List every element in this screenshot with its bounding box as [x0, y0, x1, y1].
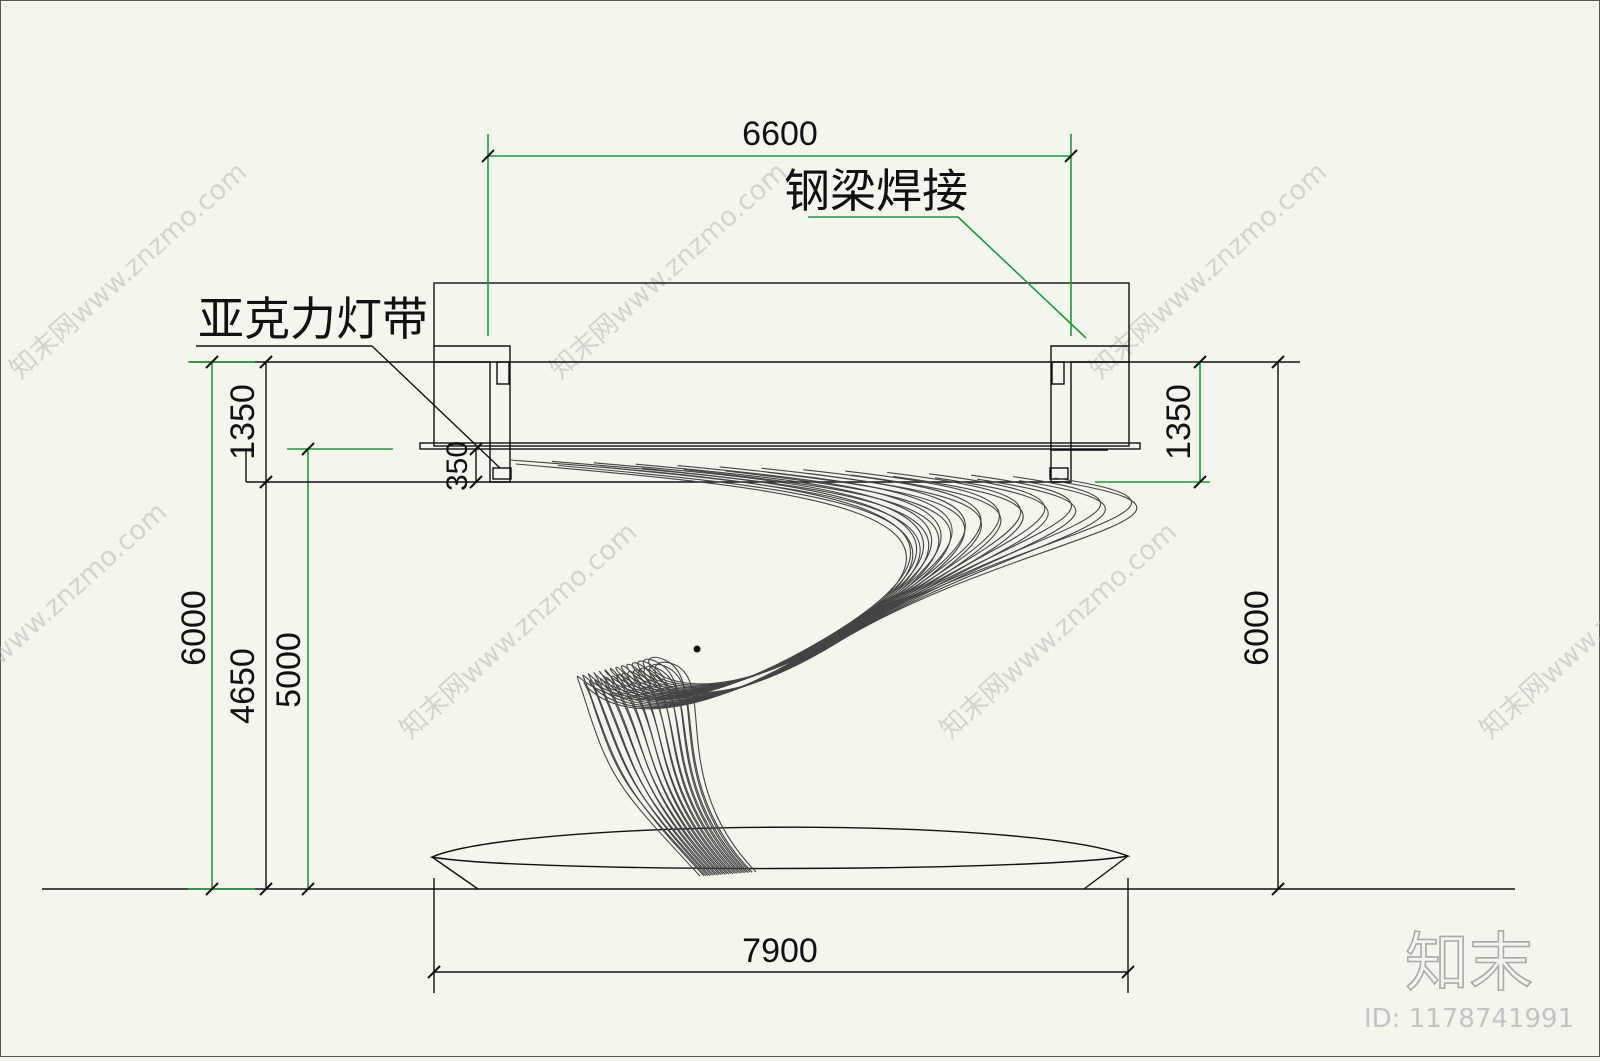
sculpture-rib	[631, 473, 1046, 874]
sculpture-rib-inner	[643, 478, 1077, 873]
sculpture-rib	[642, 476, 1101, 873]
dim-right-upper-label: 1350	[1160, 384, 1198, 460]
dim-right-total	[1271, 355, 1285, 896]
sculpture-rib	[626, 471, 1022, 874]
dim-right-upper	[1095, 355, 1210, 489]
dim-left-lower-label: 4650	[224, 648, 262, 724]
sculpture-rib	[637, 474, 1072, 873]
dim-bottom-width	[427, 878, 1135, 993]
dim-left-inner	[287, 442, 393, 896]
ceiling-box	[419, 282, 1141, 451]
sculpture-rib	[648, 477, 1133, 873]
annotation-acrylic-light-strip: 亚克力灯带	[198, 292, 428, 346]
sculpture-rib	[551, 460, 918, 877]
sculpture-marker-dot	[693, 645, 701, 653]
dim-left-inner-label: 5000	[270, 632, 308, 708]
watermark-text: 知末网www.znzmo.com	[4, 156, 253, 385]
dim-right-total-label: 6000	[1238, 590, 1276, 666]
sculpture-rib-inner	[638, 477, 1049, 874]
brand-watermark: 知末	[1405, 927, 1533, 1001]
sculpture-rib-inner	[654, 481, 1138, 873]
sculpture-rib	[587, 462, 925, 876]
sculpture-rib	[620, 470, 1000, 874]
dim-left-total-label: 6000	[175, 590, 213, 666]
dim-top-width-label: 6600	[742, 115, 818, 153]
watermark-text: 知末网www.znzmo.com	[394, 516, 643, 745]
dim-left-upper-label: 1350	[224, 384, 262, 460]
dim-left-total	[188, 355, 255, 896]
leader-steel-beam-weld	[808, 216, 1087, 339]
sculpture-rib	[509, 459, 911, 877]
dim-left-chain	[245, 355, 490, 896]
dim-top-width	[481, 134, 1078, 336]
leader-acrylic-light-strip	[196, 345, 501, 469]
spiral-sculpture	[509, 459, 1138, 877]
watermark-text: 知末网www.znzmo.com	[0, 496, 173, 725]
watermark-text: 知末网www.znzmo.com	[1474, 516, 1600, 745]
watermark-text: 知末网www.znzmo.com	[544, 156, 793, 385]
dim-left-small-label: 350	[441, 441, 474, 491]
sculpture-rib-inner	[616, 471, 966, 875]
sculpture-rib-inner	[648, 480, 1106, 873]
id-watermark: ID: 1178741991	[1364, 1004, 1574, 1034]
annotation-steel-beam-weld: 钢梁焊接	[784, 164, 968, 218]
sculpture-rib	[609, 467, 966, 875]
sculpture-rib-inner	[627, 474, 1002, 874]
dim-bottom-width-label: 7900	[742, 932, 818, 970]
base-dish	[429, 826, 1131, 890]
sculpture-rib-inner	[632, 475, 1024, 874]
acrylic-strip-plate	[419, 442, 1141, 450]
watermark-text: 知末网www.znzmo.com	[1084, 156, 1333, 385]
sculpture-rib	[615, 469, 982, 875]
